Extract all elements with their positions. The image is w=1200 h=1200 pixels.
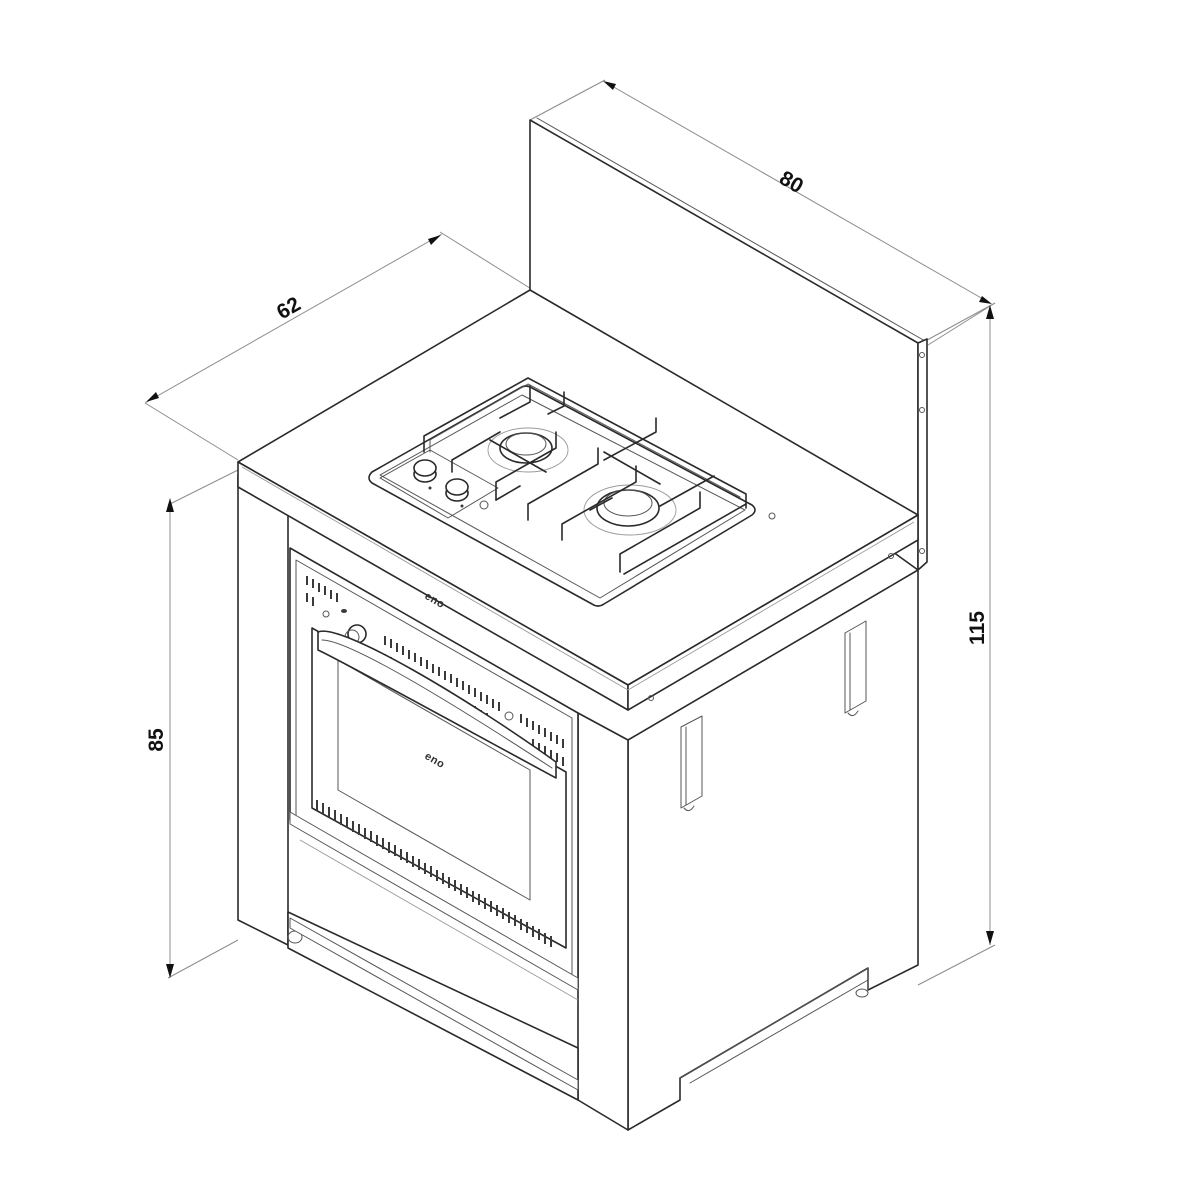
pan-support-grate [423, 377, 747, 575]
dimension-label-depth: 62 [273, 293, 305, 325]
cooktop-knob-right[interactable] [445, 478, 469, 508]
side-handle-front [680, 715, 703, 812]
dimension-label-width: 80 [775, 167, 807, 199]
backsplash [529, 117, 928, 571]
oven-door-handle[interactable] [317, 630, 557, 779]
dimension-height-worktop: 85 [145, 469, 239, 979]
dimension-height-total: 115 [917, 302, 996, 986]
side-handle-rear [844, 620, 867, 717]
oven-vent-bottom [316, 800, 552, 947]
dimension-label-height-total: 115 [966, 611, 989, 645]
oven-light-icon [504, 711, 514, 721]
dimension-label-height-worktop: 85 [145, 728, 168, 752]
burner-rear [487, 427, 569, 473]
igniter-button[interactable] [479, 500, 489, 510]
oven-indicator-icon [322, 609, 347, 618]
oven: eno [289, 547, 579, 1091]
oven-window [337, 659, 531, 901]
cooktop-knob-left[interactable] [413, 459, 437, 490]
cooktop [368, 377, 756, 607]
